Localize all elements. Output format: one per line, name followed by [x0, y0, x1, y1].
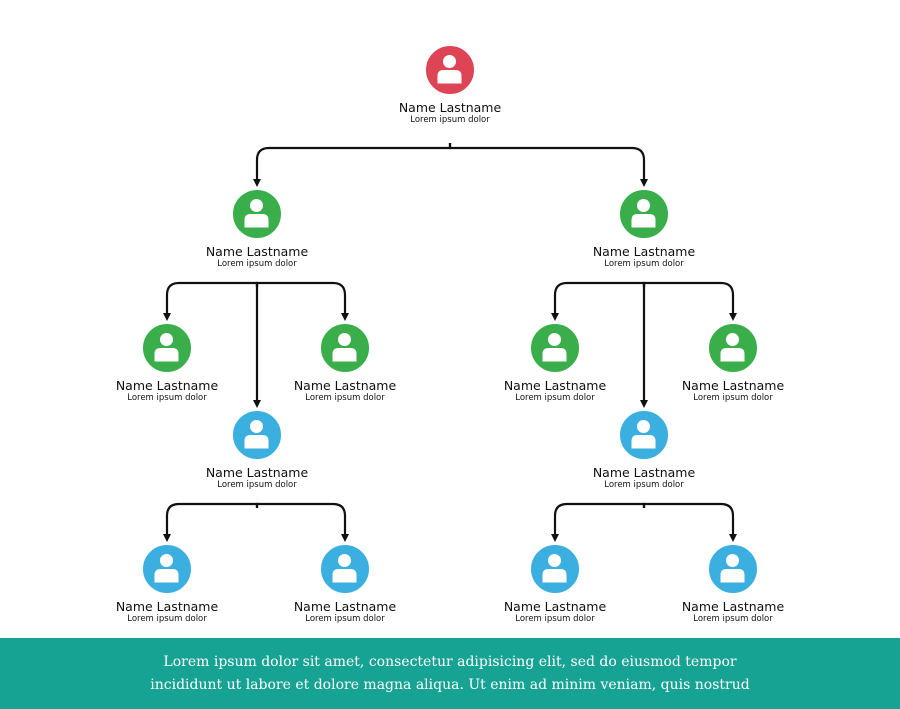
connector-lead-right-to-member-r2 [642, 502, 737, 542]
user-icon-svg [154, 554, 179, 583]
footer-text-line-2: incididunt ut labore et dolore magna ali… [150, 677, 750, 693]
node-subtitle: Lorem ipsum dolor [515, 614, 595, 624]
user-icon-svg [631, 199, 656, 228]
connector-lead-left-to-member-l2 [255, 502, 349, 542]
connector-manager-left-to-staff-l2 [255, 281, 349, 321]
avatar [707, 543, 759, 595]
node-subtitle: Lorem ipsum dolor [217, 259, 297, 269]
connector-manager-right-to-staff-r1 [551, 281, 646, 321]
connector-manager-right-to-staff-r2 [642, 281, 737, 321]
avatar [529, 322, 581, 374]
avatar [319, 322, 371, 374]
node-subtitle: Lorem ipsum dolor [305, 614, 385, 624]
avatar [319, 543, 371, 595]
footer-text-line-1: Lorem ipsum dolor sit amet, consectetur … [163, 654, 737, 670]
org-chart: Name Lastname Lorem ipsum dolor Name Las… [115, 44, 785, 624]
user-icon-svg [332, 554, 357, 583]
avatar [141, 543, 193, 595]
node-name: Name Lastname [681, 599, 785, 614]
connector-root-to-manager-right [448, 143, 648, 187]
user-icon-svg [542, 333, 567, 362]
node-name: Name Lastname [503, 599, 607, 614]
node-subtitle: Lorem ipsum dolor [604, 480, 684, 490]
user-icon-svg [437, 55, 462, 84]
node-subtitle: Lorem ipsum dolor [217, 480, 297, 490]
avatar [231, 188, 283, 240]
node-name: Name Lastname [293, 599, 397, 614]
node-subtitle: Lorem ipsum dolor [127, 614, 207, 624]
user-icon-svg [244, 199, 269, 228]
user-icon-svg [332, 333, 357, 362]
node-name: Name Lastname [592, 244, 696, 259]
node-name: Name Lastname [205, 465, 309, 480]
user-icon-svg [720, 333, 745, 362]
user-icon-svg [720, 554, 745, 583]
user-icon-svg [154, 333, 179, 362]
node-subtitle: Lorem ipsum dolor [305, 393, 385, 403]
node-name: Name Lastname [681, 378, 785, 393]
node-subtitle: Lorem ipsum dolor [515, 393, 595, 403]
avatar [707, 322, 759, 374]
node-name: Name Lastname [293, 378, 397, 393]
avatar [529, 543, 581, 595]
node-subtitle: Lorem ipsum dolor [693, 393, 773, 403]
node-name: Name Lastname [503, 378, 607, 393]
avatar [231, 409, 283, 461]
footer-banner: Lorem ipsum dolor sit amet, consectetur … [0, 638, 900, 709]
node-name: Name Lastname [115, 378, 219, 393]
node-subtitle: Lorem ipsum dolor [604, 259, 684, 269]
node-name: Name Lastname [398, 100, 502, 115]
avatar [141, 322, 193, 374]
user-icon-svg [244, 420, 269, 449]
user-icon-svg [542, 554, 567, 583]
connector-root-to-manager-left [253, 143, 452, 187]
avatar [424, 44, 476, 96]
node-name: Name Lastname [205, 244, 309, 259]
node-name: Name Lastname [115, 599, 219, 614]
avatar [618, 409, 670, 461]
node-subtitle: Lorem ipsum dolor [693, 614, 773, 624]
connector-manager-left-to-staff-l1 [163, 281, 259, 321]
node-name: Name Lastname [592, 465, 696, 480]
node-subtitle: Lorem ipsum dolor [410, 115, 490, 125]
avatar [618, 188, 670, 240]
user-icon-svg [631, 420, 656, 449]
connector-lines [163, 143, 737, 542]
node-subtitle: Lorem ipsum dolor [127, 393, 207, 403]
connector-lead-right-to-member-r1 [551, 502, 646, 542]
connector-lead-left-to-member-l1 [163, 502, 259, 542]
